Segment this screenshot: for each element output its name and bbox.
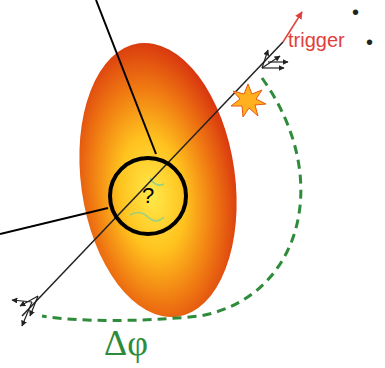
leader-line	[96, 0, 156, 154]
question-circle: ?	[108, 156, 188, 236]
trigger-label: trigger	[288, 30, 345, 50]
jet-spray	[12, 50, 288, 326]
angle-label: Δφ	[104, 325, 148, 361]
leader-line	[0, 208, 108, 234]
bullet-mark: •	[352, 2, 359, 22]
node-text: ?	[142, 183, 154, 209]
medium-tracks	[130, 178, 164, 221]
collision-star	[231, 84, 266, 117]
bullet-mark: •	[366, 32, 373, 52]
delta-phi-arc	[42, 78, 301, 321]
jet-axis	[22, 42, 283, 316]
medium-ellipse	[63, 33, 254, 328]
